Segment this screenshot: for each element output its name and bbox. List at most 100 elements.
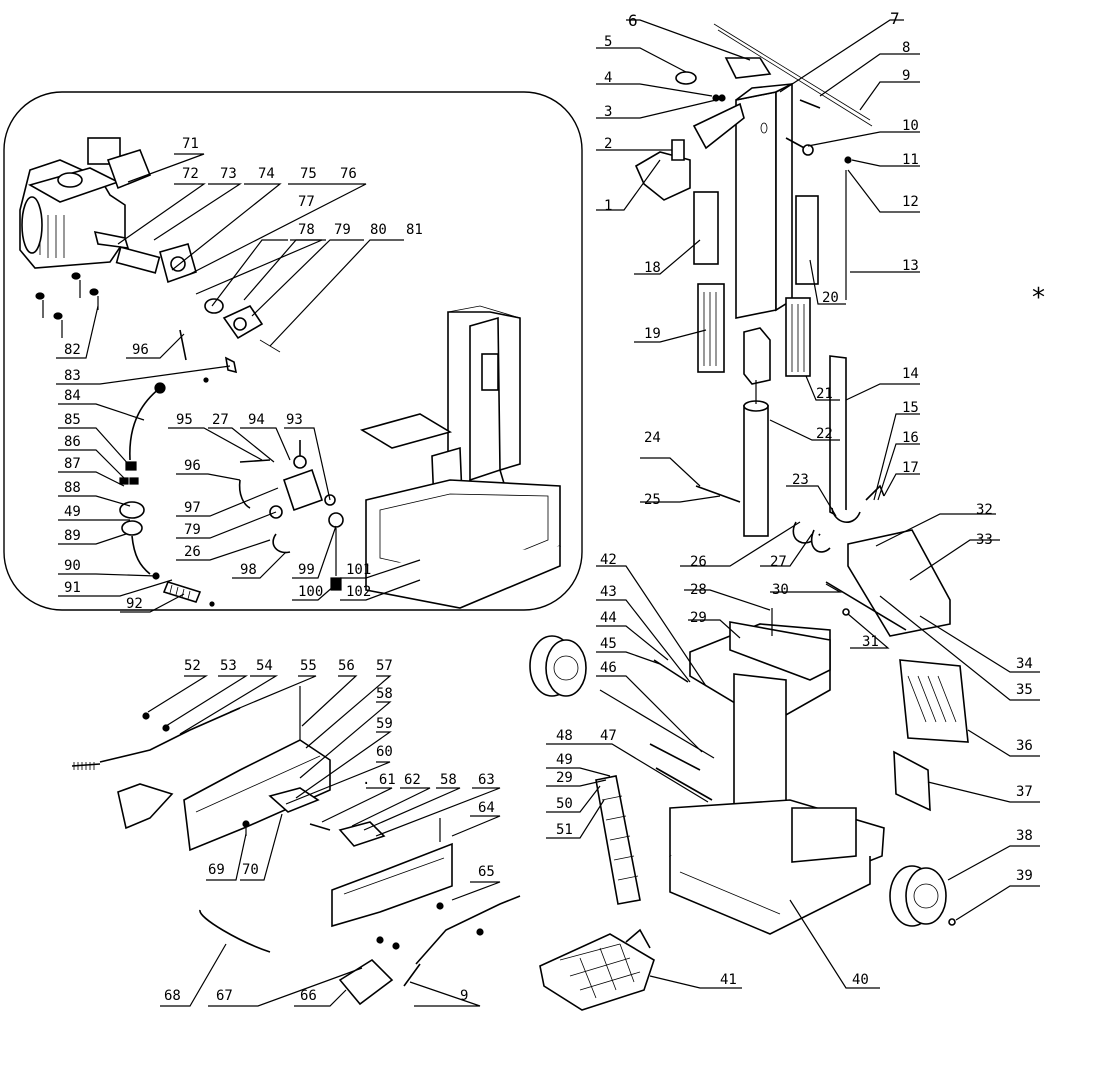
part-label: 28 <box>690 582 707 598</box>
part-label: 23 <box>792 472 809 488</box>
part-label: 79 <box>334 222 351 238</box>
part-label: 41 <box>720 972 737 988</box>
part-label: 25 <box>644 492 661 508</box>
part-label: 68 <box>164 988 181 1004</box>
part-label: 102 <box>346 584 371 600</box>
part-label: 37 <box>1016 784 1033 800</box>
part-label: 93 <box>286 412 303 428</box>
base-and-beam <box>529 529 969 935</box>
part-label: 101 <box>346 562 371 578</box>
part-label: 77 <box>298 194 315 210</box>
part-label: 14 <box>902 366 919 382</box>
part-label: 19 <box>644 326 661 342</box>
part-label: 88 <box>64 480 81 496</box>
part-label: 21 <box>816 386 833 402</box>
part-label: 24 <box>644 430 661 446</box>
part-label: 2 <box>604 136 612 152</box>
part-label: 83 <box>64 368 81 384</box>
part-label: 48 <box>556 728 573 744</box>
part-label: 78 <box>298 222 315 238</box>
part-label: 4 <box>604 70 612 86</box>
part-label: 44 <box>600 610 617 626</box>
part-label: 26 <box>184 544 201 560</box>
part-label: 75 <box>300 166 317 182</box>
part-label: 71 <box>182 136 199 152</box>
part-label: 53 <box>220 658 237 674</box>
part-label: 60 <box>376 744 393 760</box>
part-label: 85 <box>64 412 81 428</box>
part-label: 89 <box>64 528 81 544</box>
part-label: 90 <box>64 558 81 574</box>
part-label: 27 <box>212 412 229 428</box>
part-label: 59 <box>376 716 393 732</box>
part-label: 29 <box>556 770 573 786</box>
part-label: 40 <box>852 972 869 988</box>
note-asterisk: * <box>1032 283 1045 313</box>
part-label: 1 <box>604 198 612 214</box>
part-label: 64 <box>478 800 495 816</box>
part-label: 62 <box>404 772 421 788</box>
part-label: 16 <box>902 430 919 446</box>
part-label: 91 <box>64 580 81 596</box>
part-label: 73 <box>220 166 237 182</box>
part-label: 38 <box>1016 828 1033 844</box>
part-label: 8 <box>902 40 910 56</box>
part-label: 50 <box>556 796 573 812</box>
part-label: 7 <box>890 9 900 28</box>
part-label: 56 <box>338 658 355 674</box>
part-label: 18 <box>644 260 661 276</box>
part-label: 39 <box>1016 868 1033 884</box>
part-label: 97 <box>184 500 201 516</box>
part-label: 84 <box>64 388 81 404</box>
part-label: 10 <box>902 118 919 134</box>
part-label: 86 <box>64 434 81 450</box>
part-label: 52 <box>184 658 201 674</box>
part-label: 12 <box>902 194 919 210</box>
part-label: 17 <box>902 460 919 476</box>
part-label: 95 <box>176 412 193 428</box>
part-label: 82 <box>64 342 81 358</box>
part-label: 6 <box>628 11 638 30</box>
part-label: 35 <box>1016 682 1033 698</box>
inset-frame <box>3 91 583 611</box>
part-label: 22 <box>816 426 833 442</box>
part-label: 49 <box>64 504 81 520</box>
part-label: 9 <box>902 68 910 84</box>
part-label: 51 <box>556 822 573 838</box>
part-label: 72 <box>182 166 199 182</box>
part-label: 31 <box>862 634 879 650</box>
part-label: 65 <box>478 864 495 880</box>
part-number-labels: 1 2 3 4 5 6 7 8 9 10 11 12 13 14 15 16 1… <box>64 9 1045 1004</box>
log-ladder-and-tray <box>539 775 655 1011</box>
part-label: 58 <box>440 772 457 788</box>
column-assembly <box>634 23 885 553</box>
part-label: 69 <box>208 862 225 878</box>
part-label: 45 <box>600 636 617 652</box>
part-label: 49 <box>556 752 573 768</box>
part-label: 94 <box>248 412 265 428</box>
part-label: 80 <box>370 222 387 238</box>
part-label: 26 <box>690 554 707 570</box>
part-label: 13 <box>902 258 919 274</box>
part-label: 42 <box>600 552 617 568</box>
engine-assembly <box>19 137 281 353</box>
part-label: 5 <box>604 34 612 50</box>
part-label: 96 <box>132 342 149 358</box>
part-label: 100 <box>298 584 323 600</box>
part-label: 27 <box>770 554 787 570</box>
hydraulic-hoses <box>119 329 238 607</box>
part-label: 98 <box>240 562 257 578</box>
part-label: 79 <box>184 522 201 538</box>
inset-splitter-frame <box>359 305 561 609</box>
part-label: 3 <box>604 104 612 120</box>
part-label: 76 <box>340 166 357 182</box>
part-label: . 61 <box>362 772 396 788</box>
part-label: 67 <box>216 988 233 1004</box>
part-label: 32 <box>976 502 993 518</box>
part-label: 9 <box>460 988 468 1004</box>
part-label: 55 <box>300 658 317 674</box>
part-label: 74 <box>258 166 275 182</box>
part-label: 11 <box>902 152 919 168</box>
part-label: 30 <box>772 582 789 598</box>
